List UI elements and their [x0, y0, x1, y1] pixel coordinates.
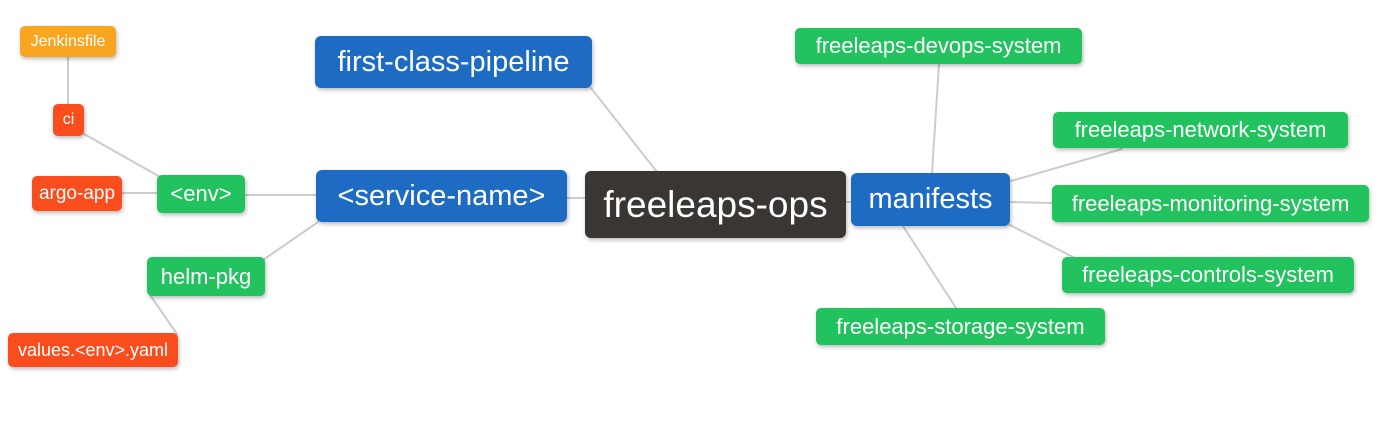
edge-helm-pkg-values-env-yaml	[149, 294, 178, 335]
node-freeleaps-storage-system[interactable]: freeleaps-storage-system	[816, 308, 1105, 345]
node-manifests[interactable]: manifests	[851, 173, 1010, 226]
node-first-class-pipeline[interactable]: first-class-pipeline	[315, 36, 592, 88]
node-freeleaps-monitoring-system[interactable]: freeleaps-monitoring-system	[1052, 185, 1369, 222]
edge-service-name-helm-pkg	[262, 221, 319, 261]
edge-manifests-freeleaps-devops-system	[931, 63, 940, 174]
edge-first-class-pipeline-freeleaps-ops	[590, 87, 658, 173]
edge-manifests-freeleaps-controls-system	[1005, 222, 1076, 259]
edge-manifests-freeleaps-storage-system	[902, 225, 957, 309]
node-freeleaps-ops[interactable]: freeleaps-ops	[585, 171, 846, 238]
node-freeleaps-network-system[interactable]: freeleaps-network-system	[1053, 112, 1348, 148]
node-freeleaps-controls-system[interactable]: freeleaps-controls-system	[1062, 257, 1354, 293]
node-helm-pkg[interactable]: helm-pkg	[147, 257, 265, 296]
edge-ci-env	[83, 133, 163, 179]
edge-manifests-freeleaps-network-system	[1010, 148, 1123, 182]
node-freeleaps-devops-system[interactable]: freeleaps-devops-system	[795, 28, 1082, 64]
node-env[interactable]: <env>	[157, 175, 245, 213]
node-ci[interactable]: ci	[53, 104, 84, 136]
node-values-env-yaml[interactable]: values.<env>.yaml	[8, 333, 178, 367]
node-service-name[interactable]: <service-name>	[316, 170, 567, 222]
edge-manifests-freeleaps-monitoring-system	[1009, 201, 1053, 204]
node-jenkinsfile[interactable]: Jenkinsfile	[20, 26, 116, 57]
node-argo-app[interactable]: argo-app	[32, 176, 122, 211]
